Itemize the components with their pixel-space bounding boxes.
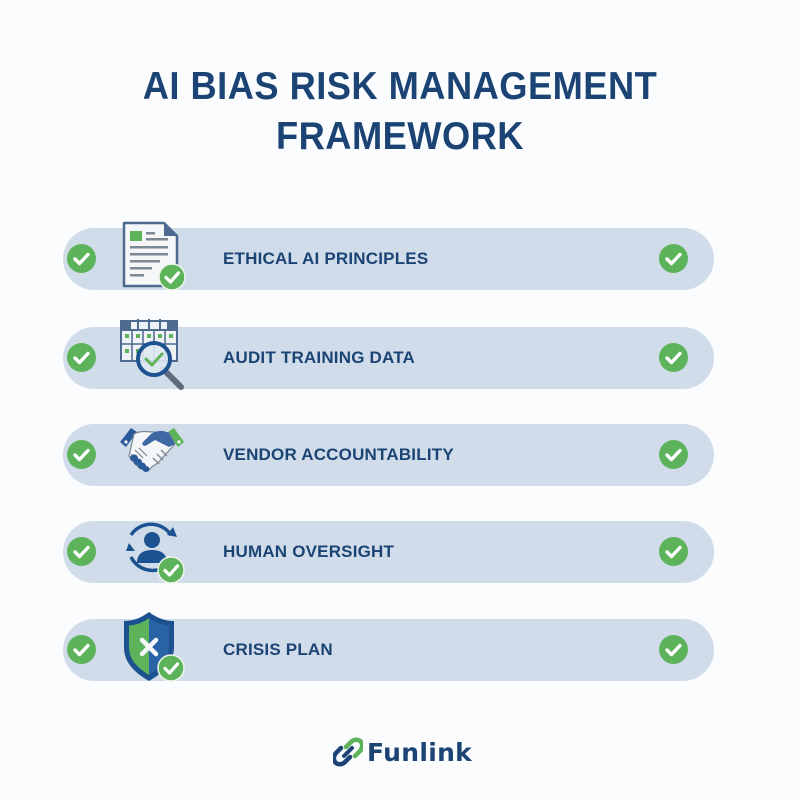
check-circle-icon — [67, 343, 96, 372]
document-check-icon — [122, 221, 186, 291]
check-circle-icon — [67, 440, 96, 469]
shield-x-icon — [124, 612, 185, 682]
title-line-1: AI BIAS RISK MANAGEMENT — [142, 65, 658, 108]
framework-item-label: ETHICAL AI PRINCIPLES — [223, 249, 429, 268]
framework-item-label: HUMAN OVERSIGHT — [223, 542, 395, 561]
framework-item-audit-training-data: AUDIT TRAINING DATA — [63, 319, 714, 390]
footer-logo: Funlink — [333, 735, 472, 769]
page-title: AI BIAS RISK MANAGEMENT FRAMEWORK — [28, 62, 772, 162]
framework-item-label: VENDOR ACCOUNTABILITY — [223, 445, 454, 464]
check-circle-icon — [659, 343, 688, 372]
check-circle-icon — [659, 440, 688, 469]
title-line-2: FRAMEWORK — [276, 115, 524, 158]
framework-item-ethical-ai-principles: ETHICAL AI PRINCIPLES — [63, 221, 714, 291]
check-circle-icon — [67, 244, 96, 273]
handshake-icon — [120, 428, 184, 472]
framework-item-vendor-accountability: VENDOR ACCOUNTABILITY — [63, 424, 714, 486]
framework-item-crisis-plan: CRISIS PLAN — [63, 612, 714, 682]
framework-item-label: CRISIS PLAN — [223, 640, 333, 659]
check-circle-icon — [67, 537, 96, 566]
check-circle-icon — [659, 244, 688, 273]
check-circle-icon — [67, 635, 96, 664]
framework-item-human-oversight: HUMAN OVERSIGHT — [63, 521, 714, 584]
check-circle-icon — [659, 537, 688, 566]
check-circle-icon — [659, 635, 688, 664]
calendar-magnifier-icon — [120, 319, 184, 390]
chain-link-icon — [333, 737, 363, 767]
user-cycle-icon — [126, 522, 185, 584]
brand-name: Funlink — [367, 737, 473, 767]
framework-item-label: AUDIT TRAINING DATA — [223, 348, 416, 367]
